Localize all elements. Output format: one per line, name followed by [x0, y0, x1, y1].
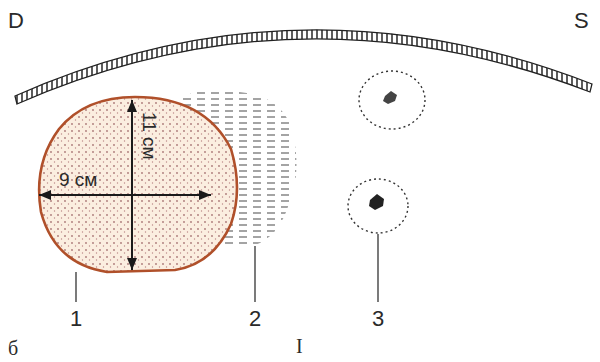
- leader-line: [75, 272, 76, 302]
- mass-outline: 9 см 11 см: [35, 94, 241, 274]
- leader-line: [254, 246, 255, 302]
- callout-number: 2: [249, 308, 261, 330]
- dimension-label: 11 см: [140, 112, 159, 160]
- focus-core: [383, 91, 397, 104]
- leader-line: [377, 234, 378, 302]
- side-letter: S: [574, 10, 589, 32]
- dimension-label: 9 см: [59, 170, 97, 189]
- callout-number: 3: [372, 308, 384, 330]
- abdominal-wall: [15, 30, 592, 104]
- figure-label: б: [8, 338, 18, 358]
- callout-number: 1: [70, 308, 82, 330]
- small-focus: [359, 71, 425, 129]
- side-letter: D: [8, 10, 24, 32]
- mass-outline-path: [39, 97, 237, 272]
- figure-label: I: [296, 336, 303, 356]
- small-focus: [348, 179, 408, 233]
- focus-core: [369, 194, 384, 210]
